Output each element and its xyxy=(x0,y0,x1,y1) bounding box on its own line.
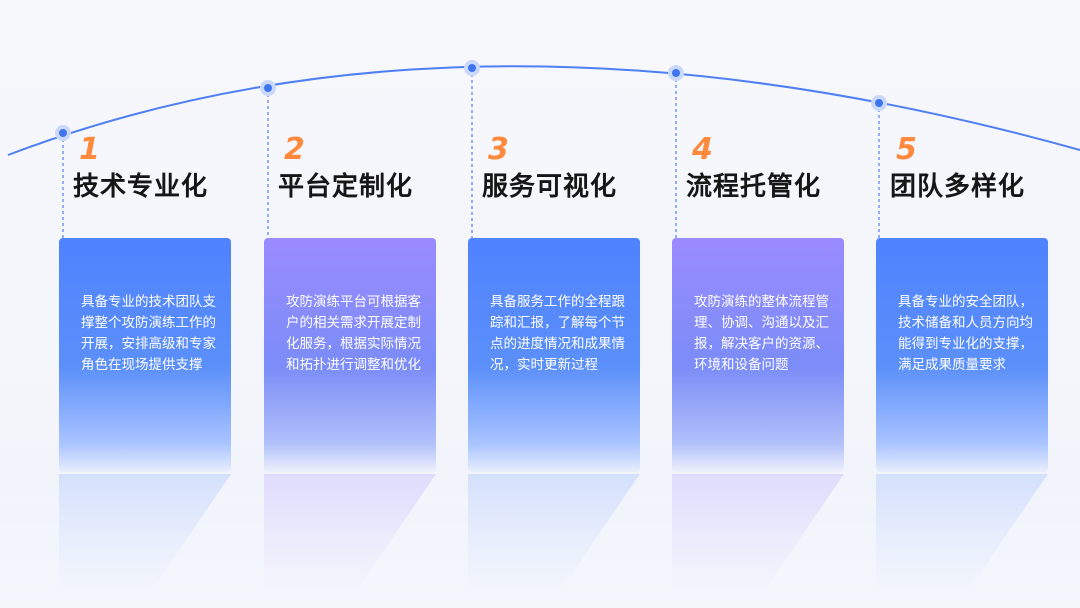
item-card: 攻防演练的整体流程管理、协调、沟通以及汇报，解决客户的资源、环境和设备问题 xyxy=(672,238,844,472)
item-number: 4 xyxy=(692,132,714,167)
item-card: 具备服务工作的全程跟踪和汇报，了解每个节点的进度情况和成果情况，实时更新过程 xyxy=(468,238,640,472)
timeline-arc-line xyxy=(7,65,1080,156)
timeline-node-1 xyxy=(55,125,71,141)
feature-item-5: 5 团队多样化 具备专业的安全团队，技术储备和人员方向均能得到专业化的支撑，满足… xyxy=(876,0,1048,608)
item-card: 攻防演练平台可根据客户的相关需求开展定制化服务，根据实际情况和拓扑进行调整和优化 xyxy=(264,238,436,472)
item-card: 具备专业的技术团队支撑整个攻防演练工作的开展，安排高级和专家角色在现场提供支撑 xyxy=(59,238,231,472)
item-title: 团队多样化 xyxy=(890,172,1026,202)
item-description: 攻防演练的整体流程管理、协调、沟通以及汇报，解决客户的资源、环境和设备问题 xyxy=(694,294,829,373)
item-number: 2 xyxy=(284,132,306,167)
item-number: 1 xyxy=(79,132,101,167)
item-title: 平台定制化 xyxy=(278,172,414,202)
item-description: 具备专业的安全团队，技术储备和人员方向均能得到专业化的支撑，满足成果质量要求 xyxy=(898,294,1033,373)
item-number: 5 xyxy=(896,132,918,167)
timeline-node-2 xyxy=(260,80,276,96)
item-card: 具备专业的安全团队，技术储备和人员方向均能得到专业化的支撑，满足成果质量要求 xyxy=(876,238,1048,472)
item-title: 服务可视化 xyxy=(482,172,618,202)
timeline-node-3 xyxy=(464,60,480,76)
feature-item-4: 4 流程托管化 攻防演练的整体流程管理、协调、沟通以及汇报，解决客户的资源、环境… xyxy=(672,0,844,608)
feature-item-3: 3 服务可视化 具备服务工作的全程跟踪和汇报，了解每个节点的进度情况和成果情况，… xyxy=(468,0,640,608)
item-description: 具备专业的技术团队支撑整个攻防演练工作的开展，安排高级和专家角色在现场提供支撑 xyxy=(81,294,216,373)
item-title: 技术专业化 xyxy=(73,172,209,202)
item-title: 流程托管化 xyxy=(686,172,822,202)
feature-item-1: 1 技术专业化 具备专业的技术团队支撑整个攻防演练工作的开展，安排高级和专家角色… xyxy=(59,0,231,608)
item-description: 具备服务工作的全程跟踪和汇报，了解每个节点的进度情况和成果情况，实时更新过程 xyxy=(490,294,625,373)
timeline-node-5 xyxy=(871,95,887,111)
floor-fade xyxy=(0,470,1080,608)
feature-item-2: 2 平台定制化 攻防演练平台可根据客户的相关需求开展定制化服务，根据实际情况和拓… xyxy=(264,0,436,608)
item-description: 攻防演练平台可根据客户的相关需求开展定制化服务，根据实际情况和拓扑进行调整和优化 xyxy=(286,294,421,373)
timeline-node-4 xyxy=(668,65,684,81)
item-number: 3 xyxy=(488,132,510,167)
